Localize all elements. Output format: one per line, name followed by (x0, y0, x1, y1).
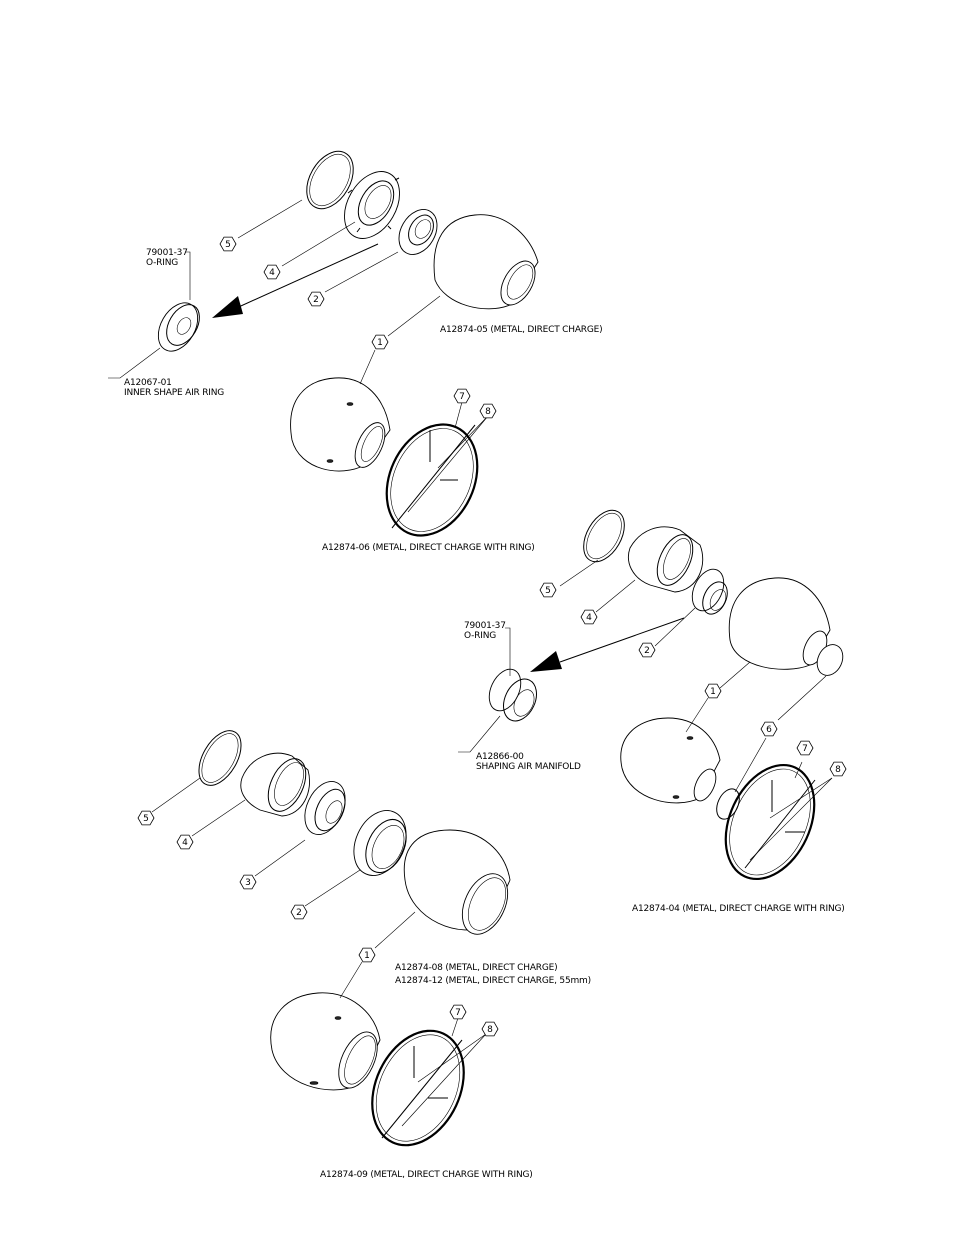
callout-1: 1 (704, 683, 722, 699)
callout-number: 4 (269, 268, 275, 278)
callout-number: 4 (586, 613, 592, 623)
callout-7: 7 (453, 388, 471, 404)
middle-assembly-04-label: A12874-04 (METAL, DIRECT CHARGE WITH RIN… (632, 904, 845, 914)
callout-number: 8 (487, 1025, 493, 1035)
inner-ring-part (691, 568, 728, 615)
top-assembly-06-label: A12874-06 (METAL, DIRECT CHARGE WITH RIN… (322, 543, 535, 553)
callout-number: 5 (225, 240, 231, 250)
retaining-ring-part (240, 752, 310, 817)
o-ring-part (716, 788, 740, 820)
callout-number: 1 (377, 338, 383, 348)
o-ring-part (583, 509, 625, 563)
top-assembly (108, 150, 539, 537)
callout-number: 2 (644, 646, 650, 656)
o-ring-part-name-top: O-RING (146, 258, 178, 268)
retaining-ring-part (628, 526, 704, 593)
shield-ring-part (385, 423, 479, 537)
o-ring-part-name-mid: O-RING (464, 631, 496, 641)
manifold-part-number: A12866-00 (476, 752, 524, 762)
callout-number: 8 (485, 407, 491, 417)
shield-ring-part (724, 763, 816, 881)
shield-ring-part (371, 1029, 465, 1147)
middle-assembly (458, 509, 844, 881)
callout-number: 2 (313, 295, 319, 305)
callout-4: 4 (176, 834, 194, 850)
callout-number: 8 (835, 765, 841, 775)
adapter-ring-part (353, 810, 407, 876)
top-assembly-05-label: A12874-05 (METAL, DIRECT CHARGE) (440, 325, 603, 335)
callout-7: 7 (796, 740, 814, 756)
inner-ring-part (398, 209, 438, 255)
callout-number: 2 (296, 908, 302, 918)
inner-shape-air-ring-part (157, 302, 200, 352)
o-ring-part (198, 730, 242, 786)
callout-1: 1 (358, 947, 376, 963)
o-ring-part-number-mid: 79001-37 (464, 621, 506, 631)
callout-1: 1 (371, 334, 389, 350)
inner-ring-part-number: A12067-01 (124, 378, 172, 388)
callout-4: 4 (263, 264, 281, 280)
shroud-cup-with-ring-part (290, 377, 391, 472)
callout-7: 7 (449, 1004, 467, 1020)
shroud-cup-with-ring-part (620, 717, 721, 804)
callout-8: 8 (829, 761, 847, 777)
shroud-cup-part (728, 577, 844, 676)
callout-6: 6 (760, 721, 778, 737)
callout-number: 4 (182, 838, 188, 848)
callout-number: 1 (710, 687, 716, 697)
callout-2: 2 (307, 291, 325, 307)
callout-2: 2 (638, 642, 656, 658)
o-ring-part (306, 150, 354, 210)
callout-number: 6 (766, 725, 772, 735)
shroud-cup-part (433, 214, 539, 310)
manifold-part-name: SHAPING AIR MANIFOLD (476, 762, 581, 772)
callout-5: 5 (539, 582, 557, 598)
callout-number: 5 (545, 586, 551, 596)
bottom-assembly-08-label: A12874-08 (METAL, DIRECT CHARGE) (395, 963, 558, 973)
bottom-assembly-12-label: A12874-12 (METAL, DIRECT CHARGE, 55mm) (395, 976, 591, 986)
callout-layer: 5 4 2 1 7 8 5 4 2 1 6 7 8 5 4 3 2 1 7 8 (137, 236, 847, 1037)
callout-3: 3 (239, 874, 257, 890)
shaping-air-manifold-part (488, 668, 537, 722)
bottom-assembly-09-label: A12874-09 (METAL, DIRECT CHARGE WITH RIN… (320, 1170, 533, 1180)
callout-number: 7 (802, 744, 808, 754)
callout-number: 7 (459, 392, 465, 402)
callout-number: 3 (245, 878, 251, 888)
callout-5: 5 (137, 810, 155, 826)
callout-4: 4 (580, 609, 598, 625)
callout-number: 7 (455, 1008, 461, 1018)
callout-number: 1 (364, 951, 370, 961)
callout-number: 5 (143, 814, 149, 824)
inner-ring-part (304, 781, 346, 835)
inner-ring-part-name: INNER SHAPE AIR RING (124, 388, 225, 398)
bottom-assembly (151, 730, 511, 1147)
shroud-cup-part (403, 829, 511, 935)
o-ring-part-number-top: 79001-37 (146, 248, 188, 258)
callout-8: 8 (481, 1021, 499, 1037)
callout-2: 2 (290, 904, 308, 920)
callout-8: 8 (479, 403, 497, 419)
callout-5: 5 (219, 236, 237, 252)
retaining-ring-part (344, 171, 400, 239)
shroud-cup-with-ring-part (270, 992, 381, 1091)
